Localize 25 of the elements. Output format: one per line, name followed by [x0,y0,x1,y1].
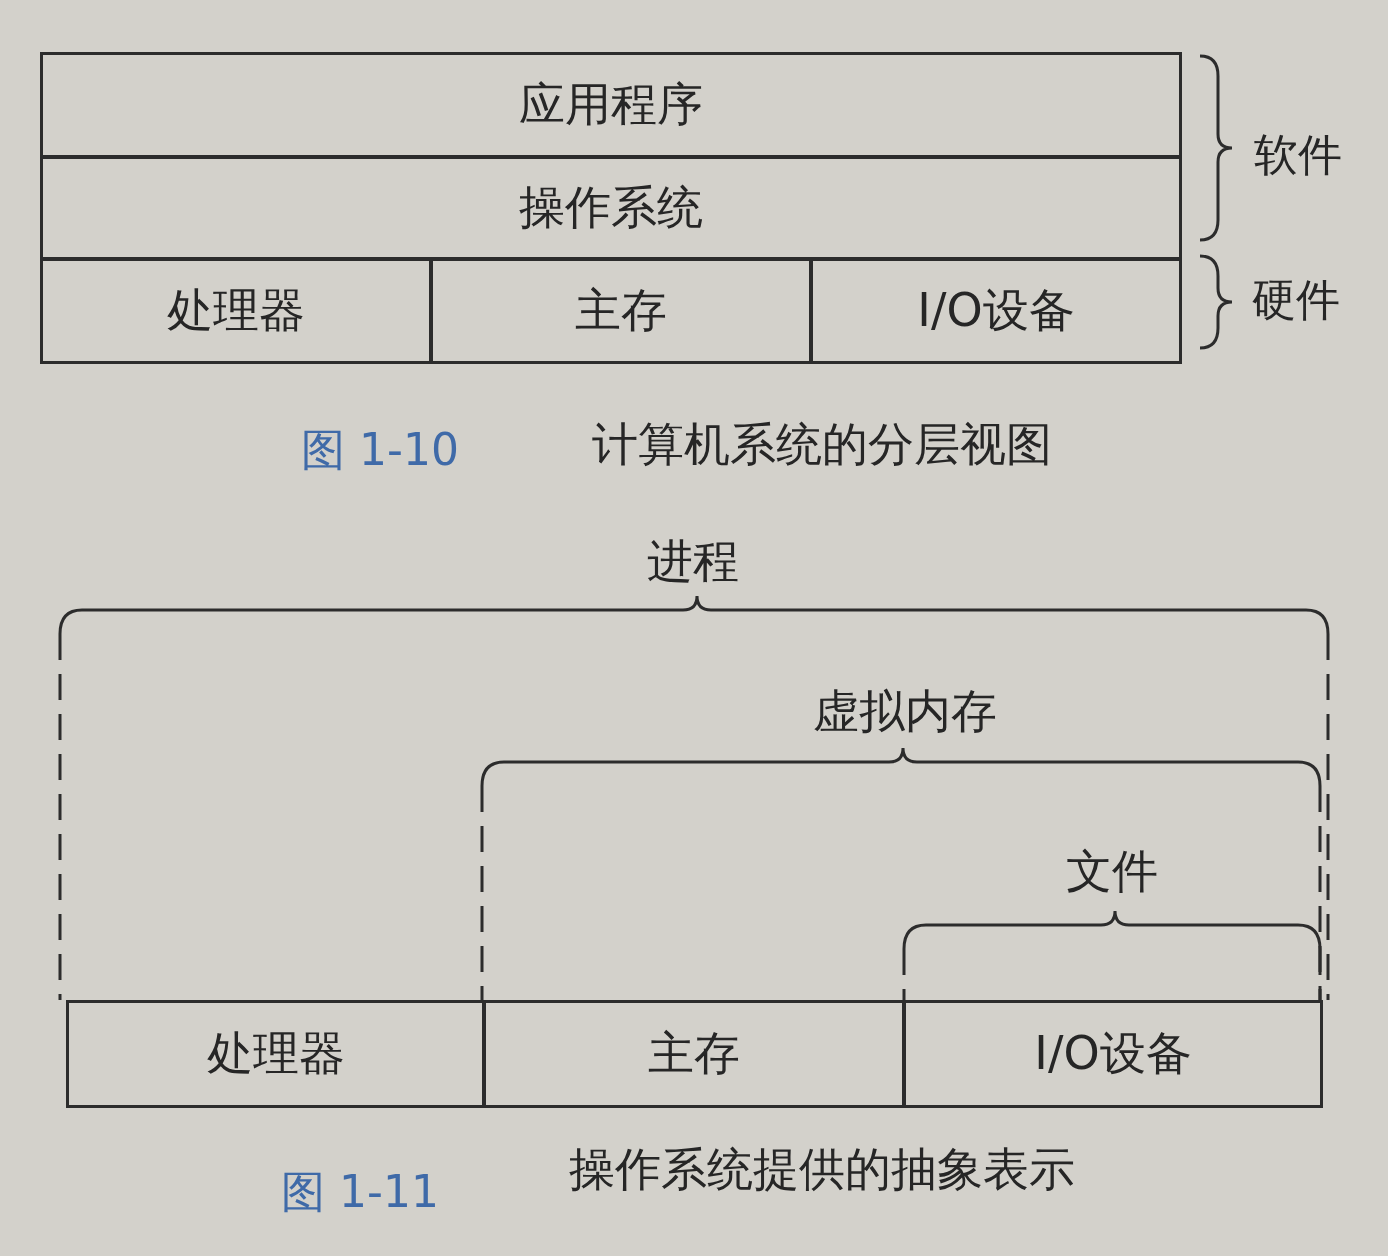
layer-box [483,1000,905,1108]
box-label: 主存 [575,282,667,339]
box-label: 处理器 [206,1025,345,1082]
figure-number: 图 1-11 [281,1164,439,1219]
figure-number: 图 1-10 [301,422,459,477]
text-label: 计算机系统的分层视图 [592,416,1052,473]
box-label: I/O设备 [1034,1025,1192,1082]
layer-box [40,258,432,364]
text-label: 操作系统提供的抽象表示 [569,1141,1075,1198]
text-label: 硬件 [1252,272,1340,327]
layer-box [40,52,1182,158]
layer-box [903,1000,1323,1108]
text-label: 虚拟内存 [813,683,997,740]
text-label: 进程 [647,533,739,590]
box-label: I/O设备 [917,282,1075,339]
layer-box [810,258,1182,364]
layer-box [40,156,1182,260]
box-label: 主存 [648,1025,740,1082]
layer-box [430,258,812,364]
box-label: 操作系统 [519,179,703,236]
text-label: 软件 [1254,127,1342,182]
box-label: 应用程序 [519,76,703,133]
text-label: 文件 [1066,843,1158,900]
layer-box [66,1000,485,1108]
box-label: 处理器 [167,282,305,339]
